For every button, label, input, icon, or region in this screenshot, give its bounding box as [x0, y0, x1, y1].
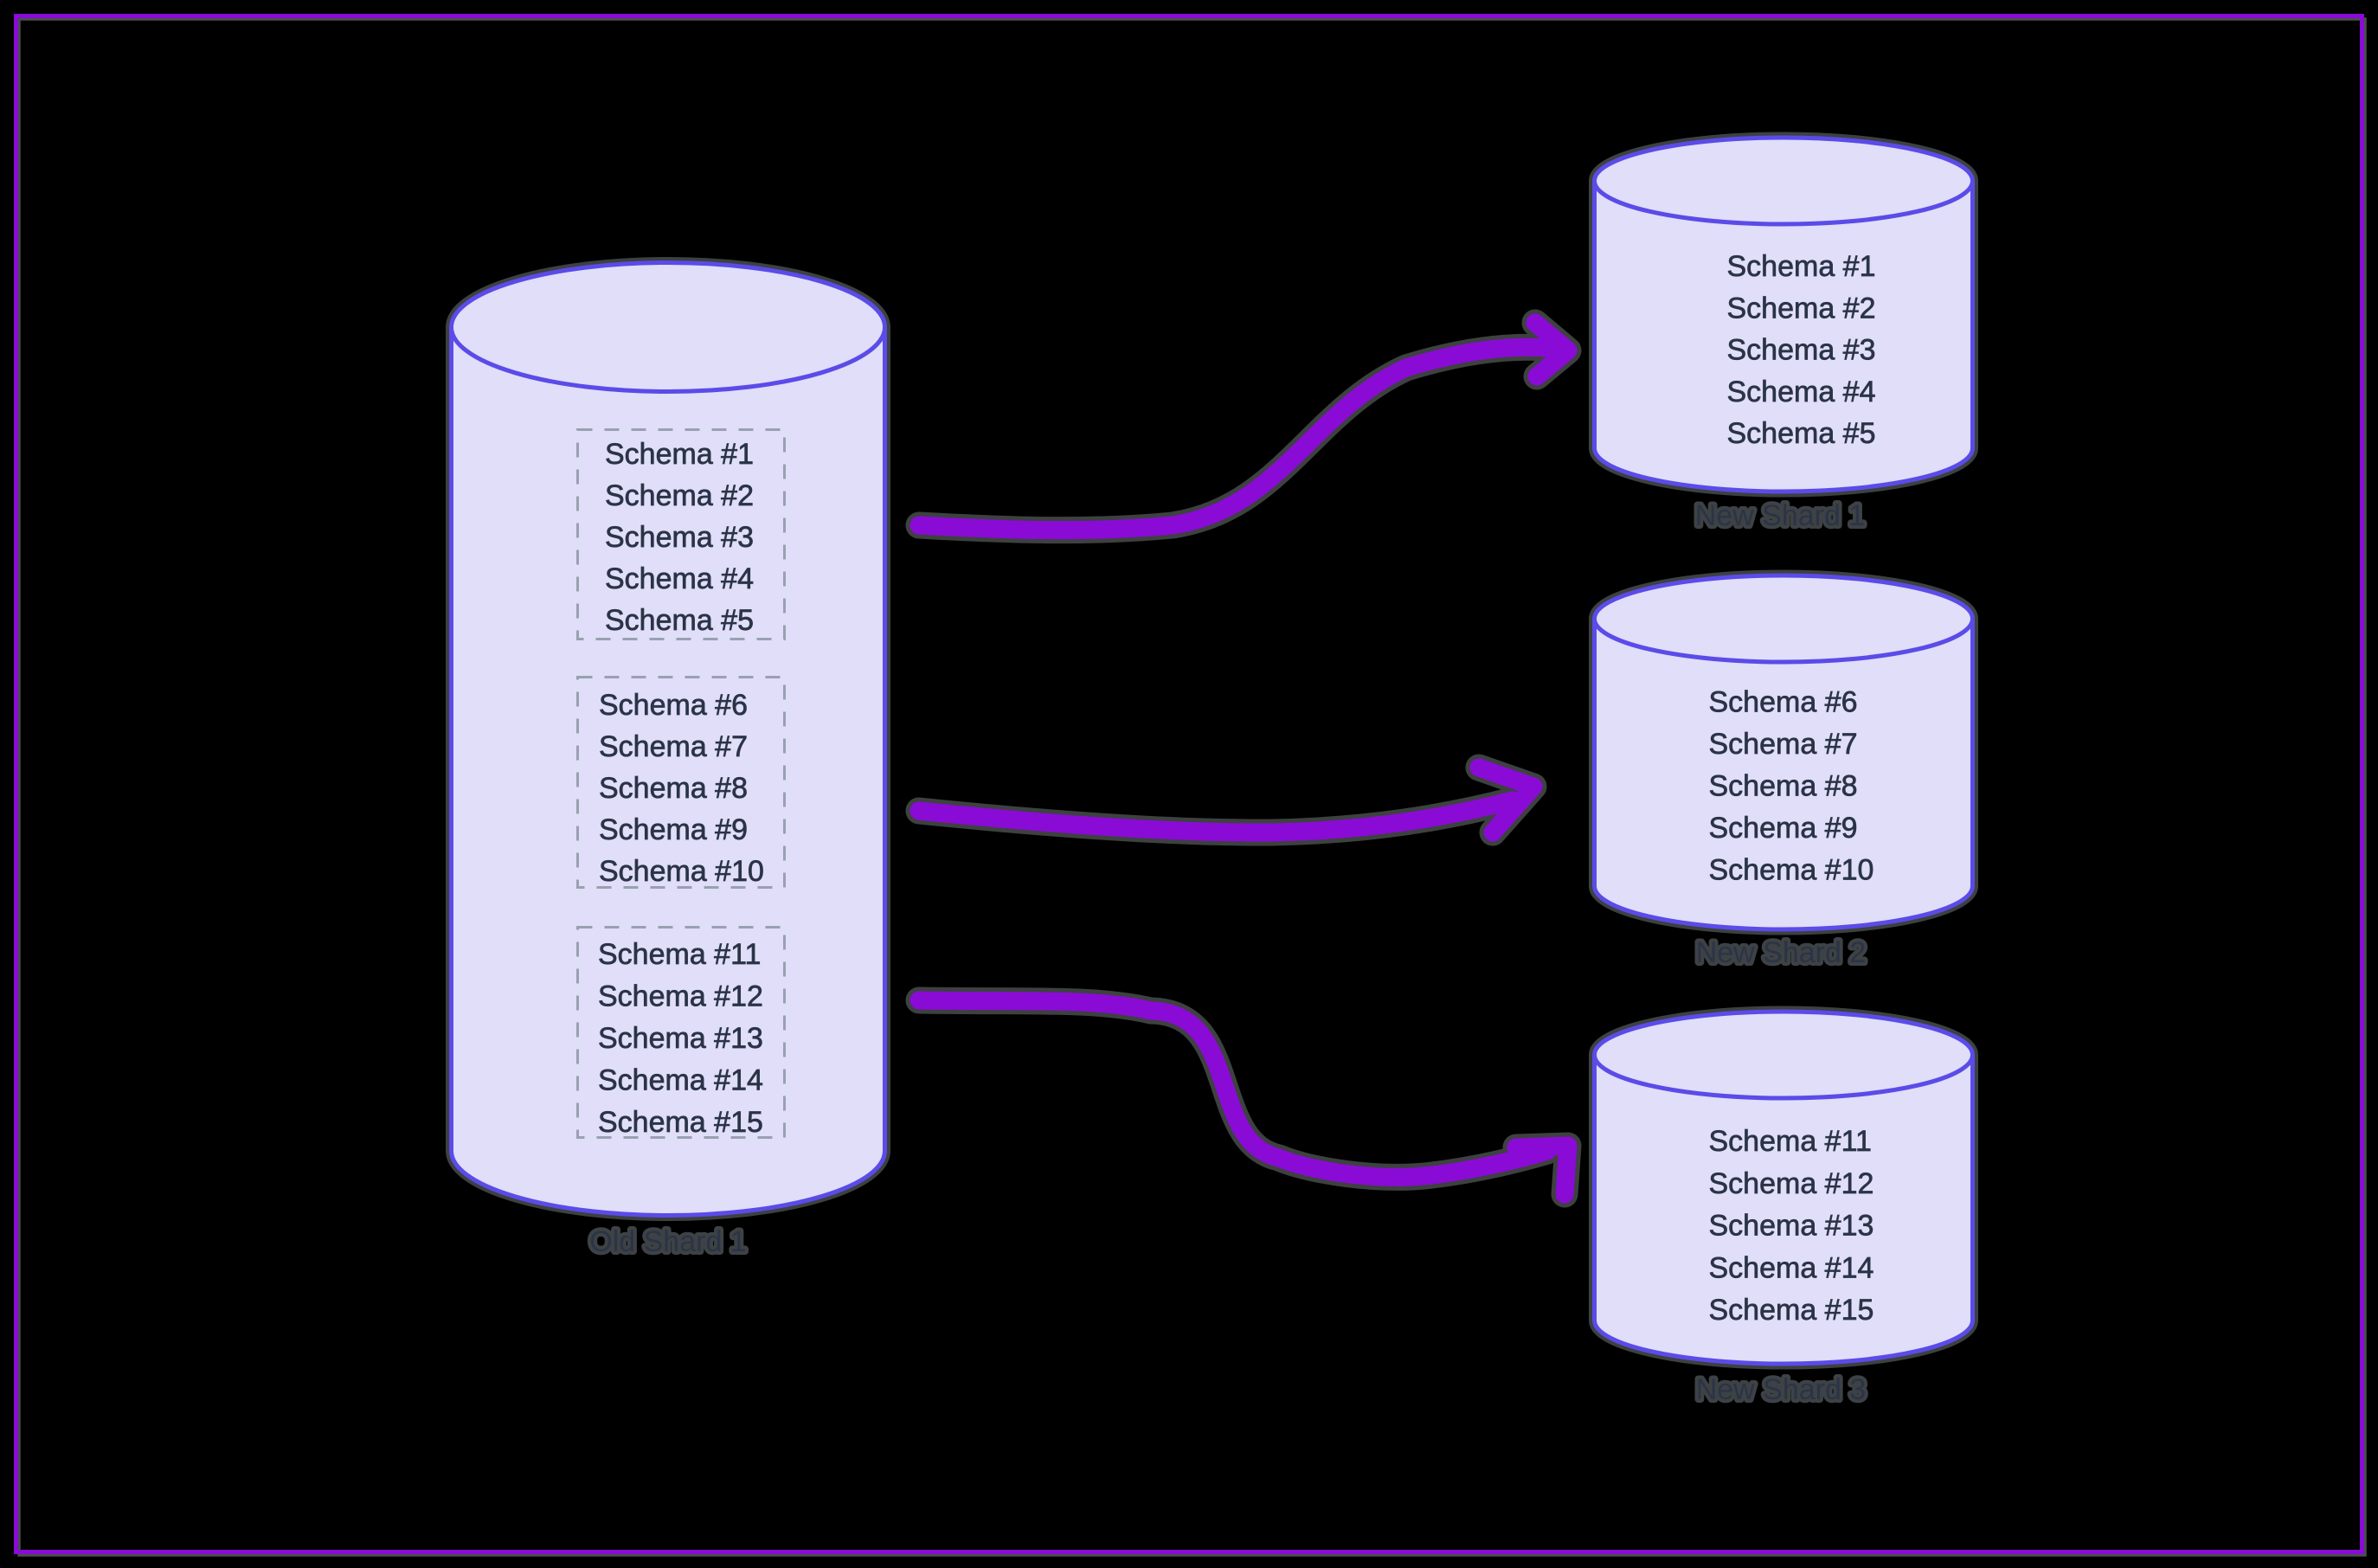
svg-text:Schema #1: Schema #1 [1727, 250, 1876, 283]
svg-text:Schema #11: Schema #11 [598, 938, 761, 971]
svg-text:Schema #6: Schema #6 [1709, 686, 1858, 719]
svg-text:Schema #7: Schema #7 [1709, 728, 1858, 761]
svg-text:Schema #15: Schema #15 [1709, 1294, 1874, 1327]
svg-text:Schema #4: Schema #4 [605, 562, 754, 595]
svg-text:Schema #11: Schema #11 [1709, 1125, 1872, 1158]
svg-text:Schema #8: Schema #8 [599, 772, 748, 805]
svg-text:Schema #5: Schema #5 [605, 604, 754, 637]
svg-text:Schema #10: Schema #10 [1709, 854, 1874, 887]
svg-text:Schema #15: Schema #15 [598, 1106, 763, 1139]
svg-text:New Shard 1: New Shard 1 [1695, 499, 1866, 532]
svg-text:Schema #10: Schema #10 [599, 855, 764, 888]
svg-text:Schema #3: Schema #3 [605, 521, 754, 554]
svg-text:Schema #14: Schema #14 [1709, 1251, 1874, 1284]
svg-text:Schema #9: Schema #9 [1709, 812, 1858, 845]
svg-text:Schema #8: Schema #8 [1709, 770, 1858, 803]
svg-text:Schema #12: Schema #12 [598, 980, 763, 1013]
svg-text:Schema #13: Schema #13 [1709, 1210, 1874, 1243]
svg-text:Schema #2: Schema #2 [1727, 292, 1876, 325]
svg-text:Schema #3: Schema #3 [1727, 334, 1876, 367]
svg-text:Schema #9: Schema #9 [599, 813, 748, 846]
svg-text:Schema #5: Schema #5 [1727, 417, 1876, 450]
svg-text:Schema #2: Schema #2 [605, 479, 754, 512]
svg-text:Schema #12: Schema #12 [1709, 1167, 1874, 1200]
svg-text:Schema #14: Schema #14 [598, 1064, 763, 1097]
svg-text:Schema #1: Schema #1 [605, 438, 754, 471]
svg-text:New Shard 2: New Shard 2 [1696, 936, 1867, 969]
svg-text:New Shard 3: New Shard 3 [1696, 1373, 1867, 1406]
svg-text:Old Shard 1: Old Shard 1 [589, 1225, 746, 1258]
svg-text:Schema #4: Schema #4 [1727, 376, 1876, 408]
svg-text:Schema #7: Schema #7 [599, 730, 748, 763]
svg-text:Schema #6: Schema #6 [599, 689, 748, 722]
svg-text:Schema #13: Schema #13 [598, 1022, 763, 1055]
